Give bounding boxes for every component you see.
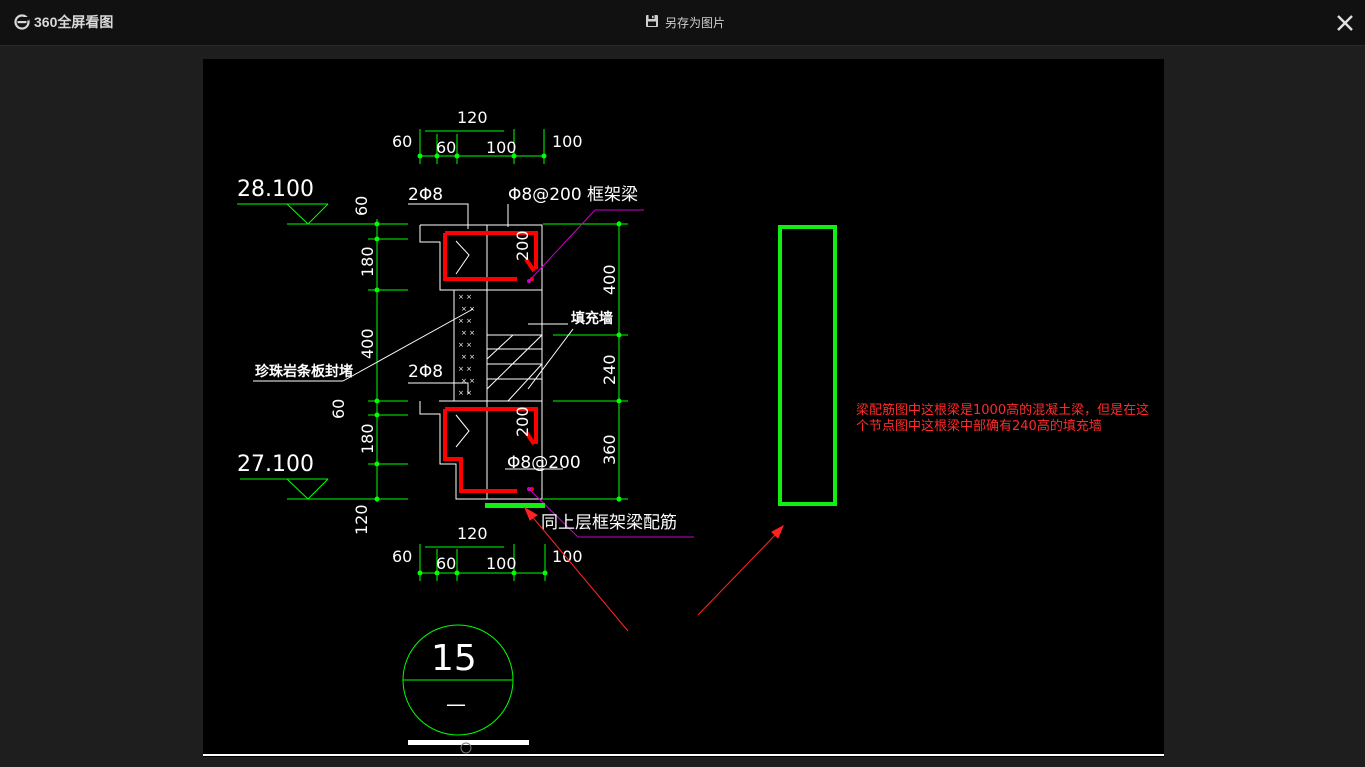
svg-text:× ×: × × (458, 389, 472, 397)
elevation-bottom-label: 27.100 (237, 452, 314, 477)
label-stirrup-top: Φ8@200 框架梁 (508, 185, 638, 205)
label-rebar-mid: 2Φ8 (408, 362, 443, 382)
dim-bottom-overall: 120 (457, 524, 488, 543)
close-icon (1334, 15, 1356, 38)
annotation-note: 梁配筋图中这根梁是1000高的混凝土梁，但是在这个节点图中这根梁中部确有240高… (856, 403, 1150, 434)
leader-lines (253, 203, 574, 470)
label-rebar-top: 2Φ8 (408, 185, 443, 205)
label-stirrup-bottom: Φ8@200 (507, 453, 581, 473)
label-same-as-upper: 同上层框架梁配筋 (541, 513, 677, 533)
svg-text:× ×: × × (461, 329, 475, 337)
annotation-arrows (523, 506, 785, 632)
dim-left-400: 400 (358, 328, 377, 359)
detail-number: 15 (431, 638, 477, 679)
dim-beam-200-top: 200 (513, 230, 532, 261)
dim-left-180-top: 180 (358, 246, 377, 277)
image-viewer-canvas: 120 60 60 100 100 28.100 27.100 (203, 59, 1164, 757)
elevation-marker-bottom: 27.100 (237, 452, 353, 500)
label-perlite: 珍珠岩条板封堵 (255, 363, 353, 380)
e-browser-logo-icon (14, 14, 30, 30)
dim-right-360: 360 (600, 434, 619, 465)
cad-drawing: 120 60 60 100 100 28.100 27.100 (203, 108, 1164, 756)
svg-text:× ×: × × (458, 317, 472, 325)
rebar-bottom-beam (443, 407, 538, 493)
beam-bottom-highlight (485, 503, 545, 508)
svg-text:× ×: × × (461, 353, 475, 361)
svg-text:× ×: × × (458, 341, 472, 349)
svg-text:× ×: × × (461, 305, 475, 313)
rebar-top-beam (443, 231, 538, 281)
close-button[interactable] (1334, 12, 1356, 34)
dim-bottom-mid-small: 60 (436, 554, 456, 573)
right-dimension-chain (543, 221, 628, 502)
dim-bottom-right: 100 (552, 547, 583, 566)
dim-beam-200-bottom: 200 (513, 406, 532, 437)
label-infill-wall: 填充墙 (571, 310, 613, 327)
top-toolbar: 360全屏看图 另存为图片 (0, 0, 1365, 46)
dim-right-400: 400 (600, 264, 619, 295)
perlite-fill: × × × × × × × × × × × × × × × × × × (458, 293, 475, 397)
dim-top-right: 100 (552, 132, 583, 151)
elevation-top-label: 28.100 (237, 177, 314, 202)
svg-text:× ×: × × (461, 377, 475, 385)
dim-right-240: 240 (600, 354, 619, 385)
dim-bottom-mid: 100 (486, 554, 517, 573)
svg-text:× ×: × × (458, 293, 472, 301)
save-as-image-button[interactable]: 另存为图片 (645, 12, 725, 32)
dim-top-overall: 120 (457, 108, 488, 127)
infill-wall-highlight-box (778, 225, 837, 506)
app-logo: 360全屏看图 (14, 12, 113, 32)
svg-text:× ×: × × (458, 365, 472, 373)
dim-left-60-top: 60 (352, 196, 371, 216)
dim-left-120: 120 (352, 504, 371, 535)
detail-subtitle: — (446, 692, 466, 716)
dim-left-60-mid: 60 (329, 399, 348, 419)
dim-left-180-bottom: 180 (358, 423, 377, 454)
app-title: 360全屏看图 (34, 14, 114, 30)
dim-top-mid-small: 60 (436, 138, 456, 157)
section-outline (419, 224, 543, 500)
dim-top-left: 60 (392, 132, 412, 151)
elevation-marker-top: 28.100 (237, 177, 353, 225)
floppy-disk-icon (645, 14, 659, 31)
dim-top-mid: 100 (486, 138, 517, 157)
dim-bottom-left: 60 (392, 547, 412, 566)
detail-marker: 15 — (402, 624, 529, 754)
save-as-image-label: 另存为图片 (665, 15, 726, 30)
